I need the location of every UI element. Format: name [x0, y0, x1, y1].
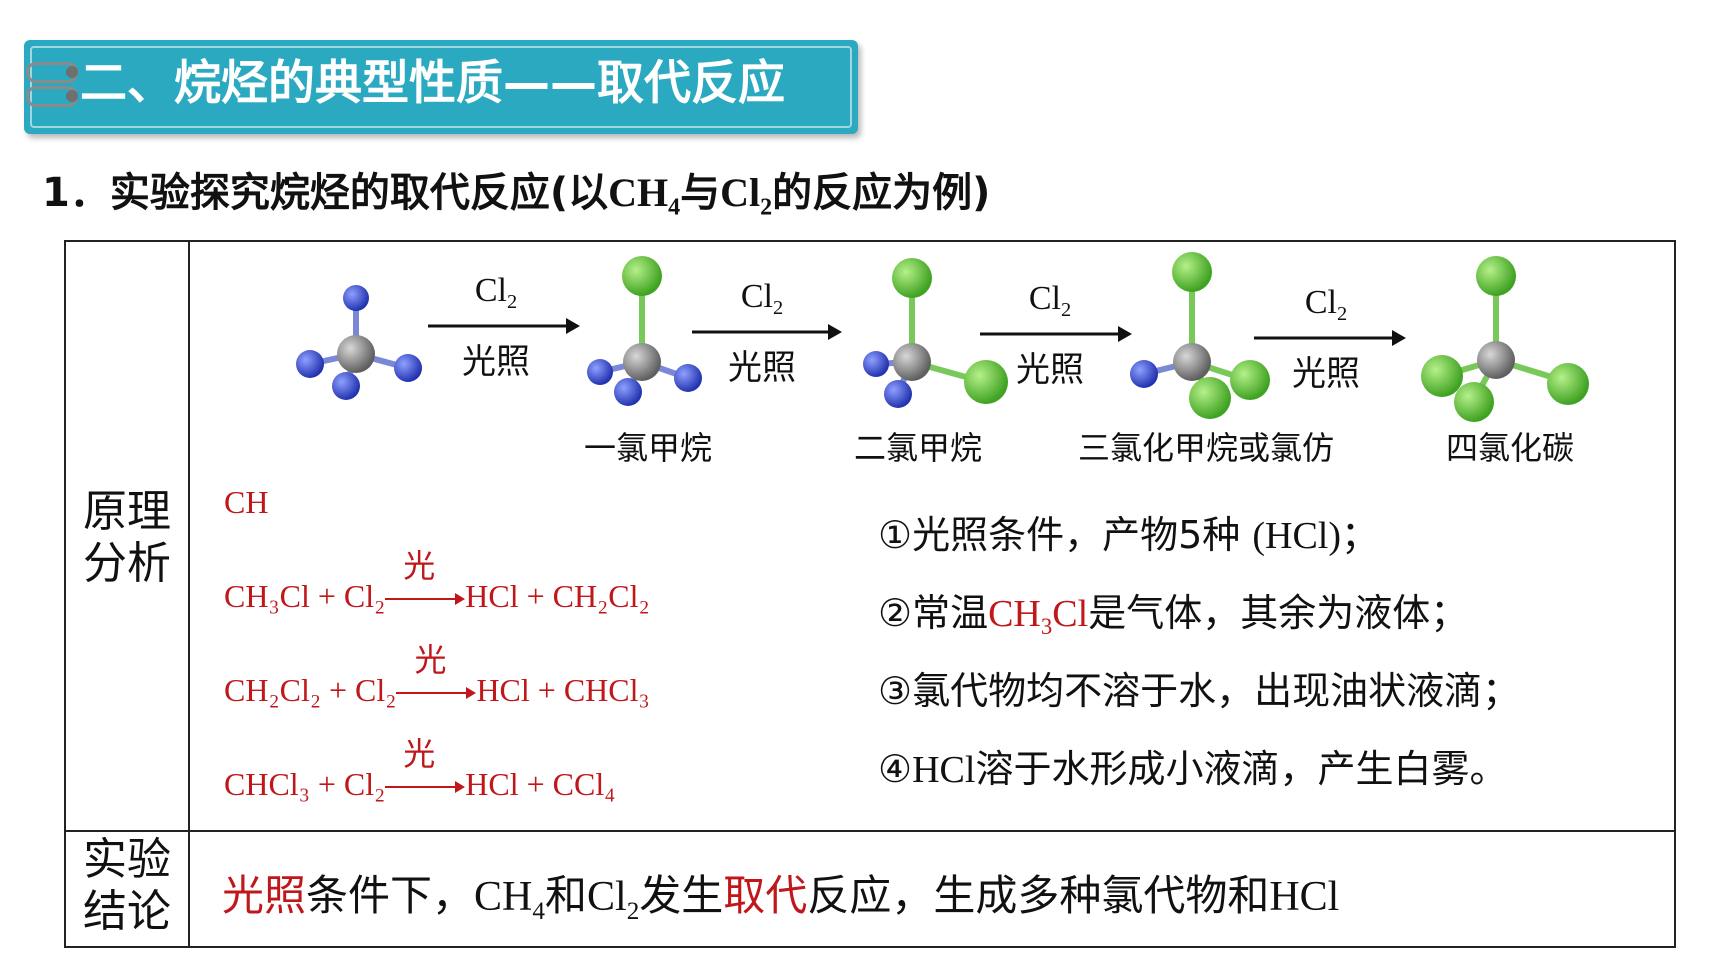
carbon-atom	[337, 335, 375, 373]
molecule-ch3cl	[587, 256, 702, 406]
chlorine-atom	[1421, 355, 1463, 397]
note-1: ①光照条件，产物5种 (HCl)；	[878, 513, 1380, 557]
binder-dot-icon	[66, 66, 78, 78]
reaction-arrows	[428, 318, 1406, 346]
arrow-reagent: Cl2	[474, 272, 518, 314]
carbon-atom	[1173, 343, 1211, 381]
heading-ch-sub: 4	[668, 194, 681, 221]
arrow-condition: 光照	[462, 342, 530, 382]
arrow-reagent: Cl2	[740, 278, 784, 320]
arrow-condition: 光照	[1292, 354, 1360, 394]
arrow-condition: 光照	[1016, 350, 1084, 390]
equation-condition: 光	[403, 547, 436, 585]
note-4: ④HCl溶于水形成小液滴，产生白雾。	[878, 747, 1508, 791]
highlight-ch3cl: CH3Cl	[988, 593, 1089, 639]
chlorine-atom	[1476, 256, 1516, 296]
chlorine-atom	[892, 258, 932, 298]
highlight-light: 光照	[222, 871, 307, 920]
arrowhead-icon	[566, 318, 580, 334]
page-title: 二、烷烃的典型性质——取代反应	[80, 56, 785, 111]
note-2: ②常温CH3Cl是气体，其余为液体；	[878, 591, 1469, 639]
chlorine-atom	[622, 256, 662, 296]
chlorine-atom	[1547, 363, 1589, 405]
arrowhead-icon	[828, 324, 842, 340]
molecule-name: 三氯化甲烷或氯仿	[1077, 429, 1335, 467]
hydrogen-atom	[587, 359, 613, 385]
chlorine-atom	[1172, 252, 1212, 292]
heading-prefix: 1．实验探究烷烃的取代反应(以	[42, 170, 609, 216]
molecule-ch4	[296, 285, 422, 400]
note-3: ③氯代物均不溶于水，出现油状液滴；	[878, 669, 1521, 713]
heading-cl: Cl	[720, 170, 761, 215]
heading-ch: CH	[608, 170, 669, 215]
molecule-ch2cl2	[863, 258, 1008, 408]
arrow-reagent: Cl2	[1028, 280, 1072, 322]
hydrogen-atom	[343, 285, 369, 311]
equation-arrow	[385, 593, 466, 605]
highlight-substitution: 取代	[723, 871, 808, 920]
hydrogen-atom	[296, 350, 324, 378]
molecule-ccl4	[1421, 256, 1589, 422]
carbon-atom	[893, 343, 931, 381]
arrow-reagent: Cl2	[1304, 284, 1348, 326]
hydrogen-atom	[884, 380, 912, 408]
hydrogen-atom	[863, 351, 889, 377]
heading-cl-sub: 2	[760, 194, 773, 221]
binder-dot-icon	[66, 90, 78, 102]
hydrogen-atom	[1130, 360, 1158, 388]
equation-1: CH	[224, 484, 269, 520]
table-row-divider	[66, 830, 1674, 832]
arrowhead-icon	[1118, 326, 1132, 342]
table-column-divider	[188, 242, 190, 946]
chlorine-atom	[1189, 377, 1231, 419]
equation-arrow	[385, 781, 466, 793]
analysis-table: 原理 分析 实验 结论	[64, 240, 1676, 948]
section-heading: 1．实验探究烷烃的取代反应(以CH4与Cl2的反应为例)	[42, 164, 990, 222]
molecule-chcl3	[1130, 252, 1270, 419]
chlorine-atom	[964, 360, 1008, 404]
hydrogen-atom	[674, 364, 702, 392]
experiment-conclusion: 光照条件下，CH4和Cl2发生取代反应，生成多种氯代物和HCl	[222, 871, 1340, 925]
molecule-name: 一氯甲烷	[583, 429, 713, 467]
hydrogen-atom	[332, 372, 360, 400]
title-banner: 二、烷烃的典型性质——取代反应	[24, 40, 858, 134]
row-label-principle: 原理 分析	[83, 486, 171, 589]
hydrogen-atom	[614, 378, 642, 406]
heading-suffix: 的反应为例)	[772, 170, 991, 216]
arrowhead-icon	[1392, 330, 1406, 346]
equation-condition: 光	[414, 641, 447, 679]
molecule-name: 二氯甲烷	[853, 429, 983, 467]
heading-mid: 与	[680, 170, 721, 216]
chlorine-atom	[1230, 360, 1270, 400]
equation-condition: 光	[403, 735, 436, 773]
hydrogen-atom	[394, 354, 422, 382]
carbon-atom	[623, 343, 661, 381]
equation-arrow	[396, 687, 477, 699]
carbon-atom	[1477, 341, 1515, 379]
molecule-name: 四氯化碳	[1445, 429, 1575, 467]
arrow-condition: 光照	[728, 348, 796, 388]
chlorine-atom	[1454, 382, 1494, 422]
row-label-conclusion: 实验 结论	[83, 834, 171, 937]
